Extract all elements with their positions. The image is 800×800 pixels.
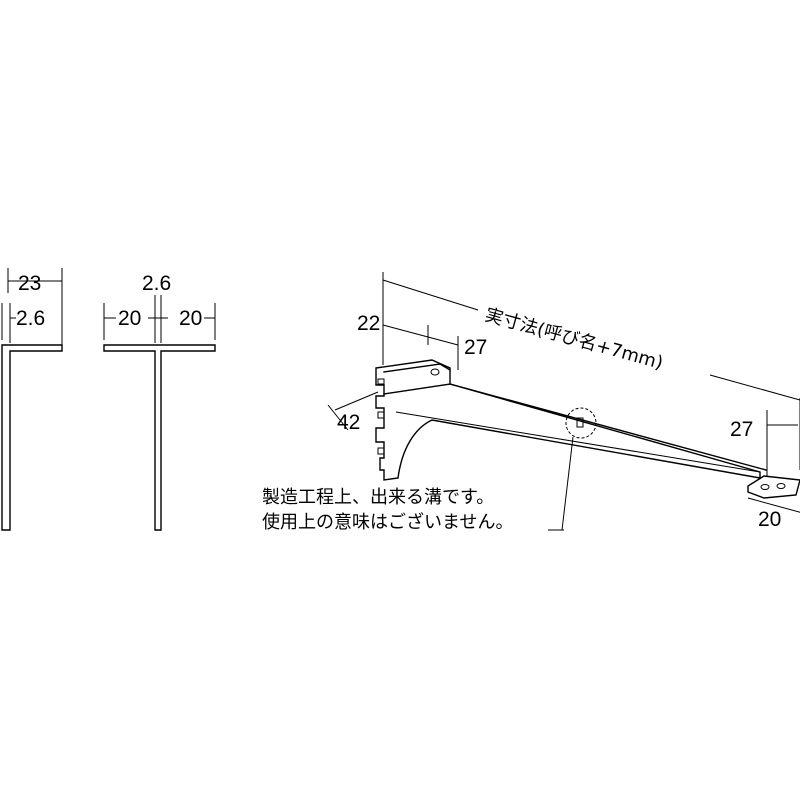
bracket-top-depth-label: 27 bbox=[464, 336, 487, 359]
bracket-slot-2 bbox=[377, 411, 385, 419]
shelf-bracket-section: 実寸法(呼び名+7mm) 22 27 42 27 bbox=[262, 272, 800, 533]
groove-note-line-2: 使用上の意味はございません。 bbox=[262, 511, 513, 533]
bracket-height-label: 42 bbox=[337, 411, 360, 434]
bracket-slot-1 bbox=[377, 378, 385, 385]
bracket-hole-top bbox=[430, 368, 440, 376]
bracket-top-width-label: 22 bbox=[357, 312, 380, 335]
groove-mark bbox=[576, 417, 584, 428]
groove-marker-circle bbox=[565, 407, 597, 439]
bracket-end-plate bbox=[747, 475, 800, 499]
t-profile-shape bbox=[103, 344, 216, 531]
t-profile-left-flange-label: 20 bbox=[118, 307, 141, 330]
groove-note-line-1: 製造工程上、出来る溝です。 bbox=[262, 487, 494, 508]
bracket-slot-3 bbox=[377, 447, 385, 455]
bracket-end-height-label: 27 bbox=[730, 418, 753, 441]
t-profile-right-flange-label: 20 bbox=[179, 307, 202, 330]
bracket-body bbox=[375, 359, 761, 481]
bracket-length-label: 実寸法(呼び名+7mm) bbox=[483, 305, 666, 374]
t-profile-section: 2.6 20 20 bbox=[103, 272, 216, 531]
l-profile-section: 23 2.6 bbox=[1, 268, 63, 531]
bracket-end-width-label: 20 bbox=[758, 508, 781, 531]
bracket-hole-end-2 bbox=[776, 483, 786, 489]
l-profile-width-label: 23 bbox=[18, 272, 41, 295]
l-profile-thickness-label: 2.6 bbox=[16, 307, 45, 330]
l-profile-shape bbox=[1, 344, 63, 531]
t-profile-thickness-label: 2.6 bbox=[142, 272, 171, 295]
bracket-hole-end-1 bbox=[760, 484, 770, 490]
